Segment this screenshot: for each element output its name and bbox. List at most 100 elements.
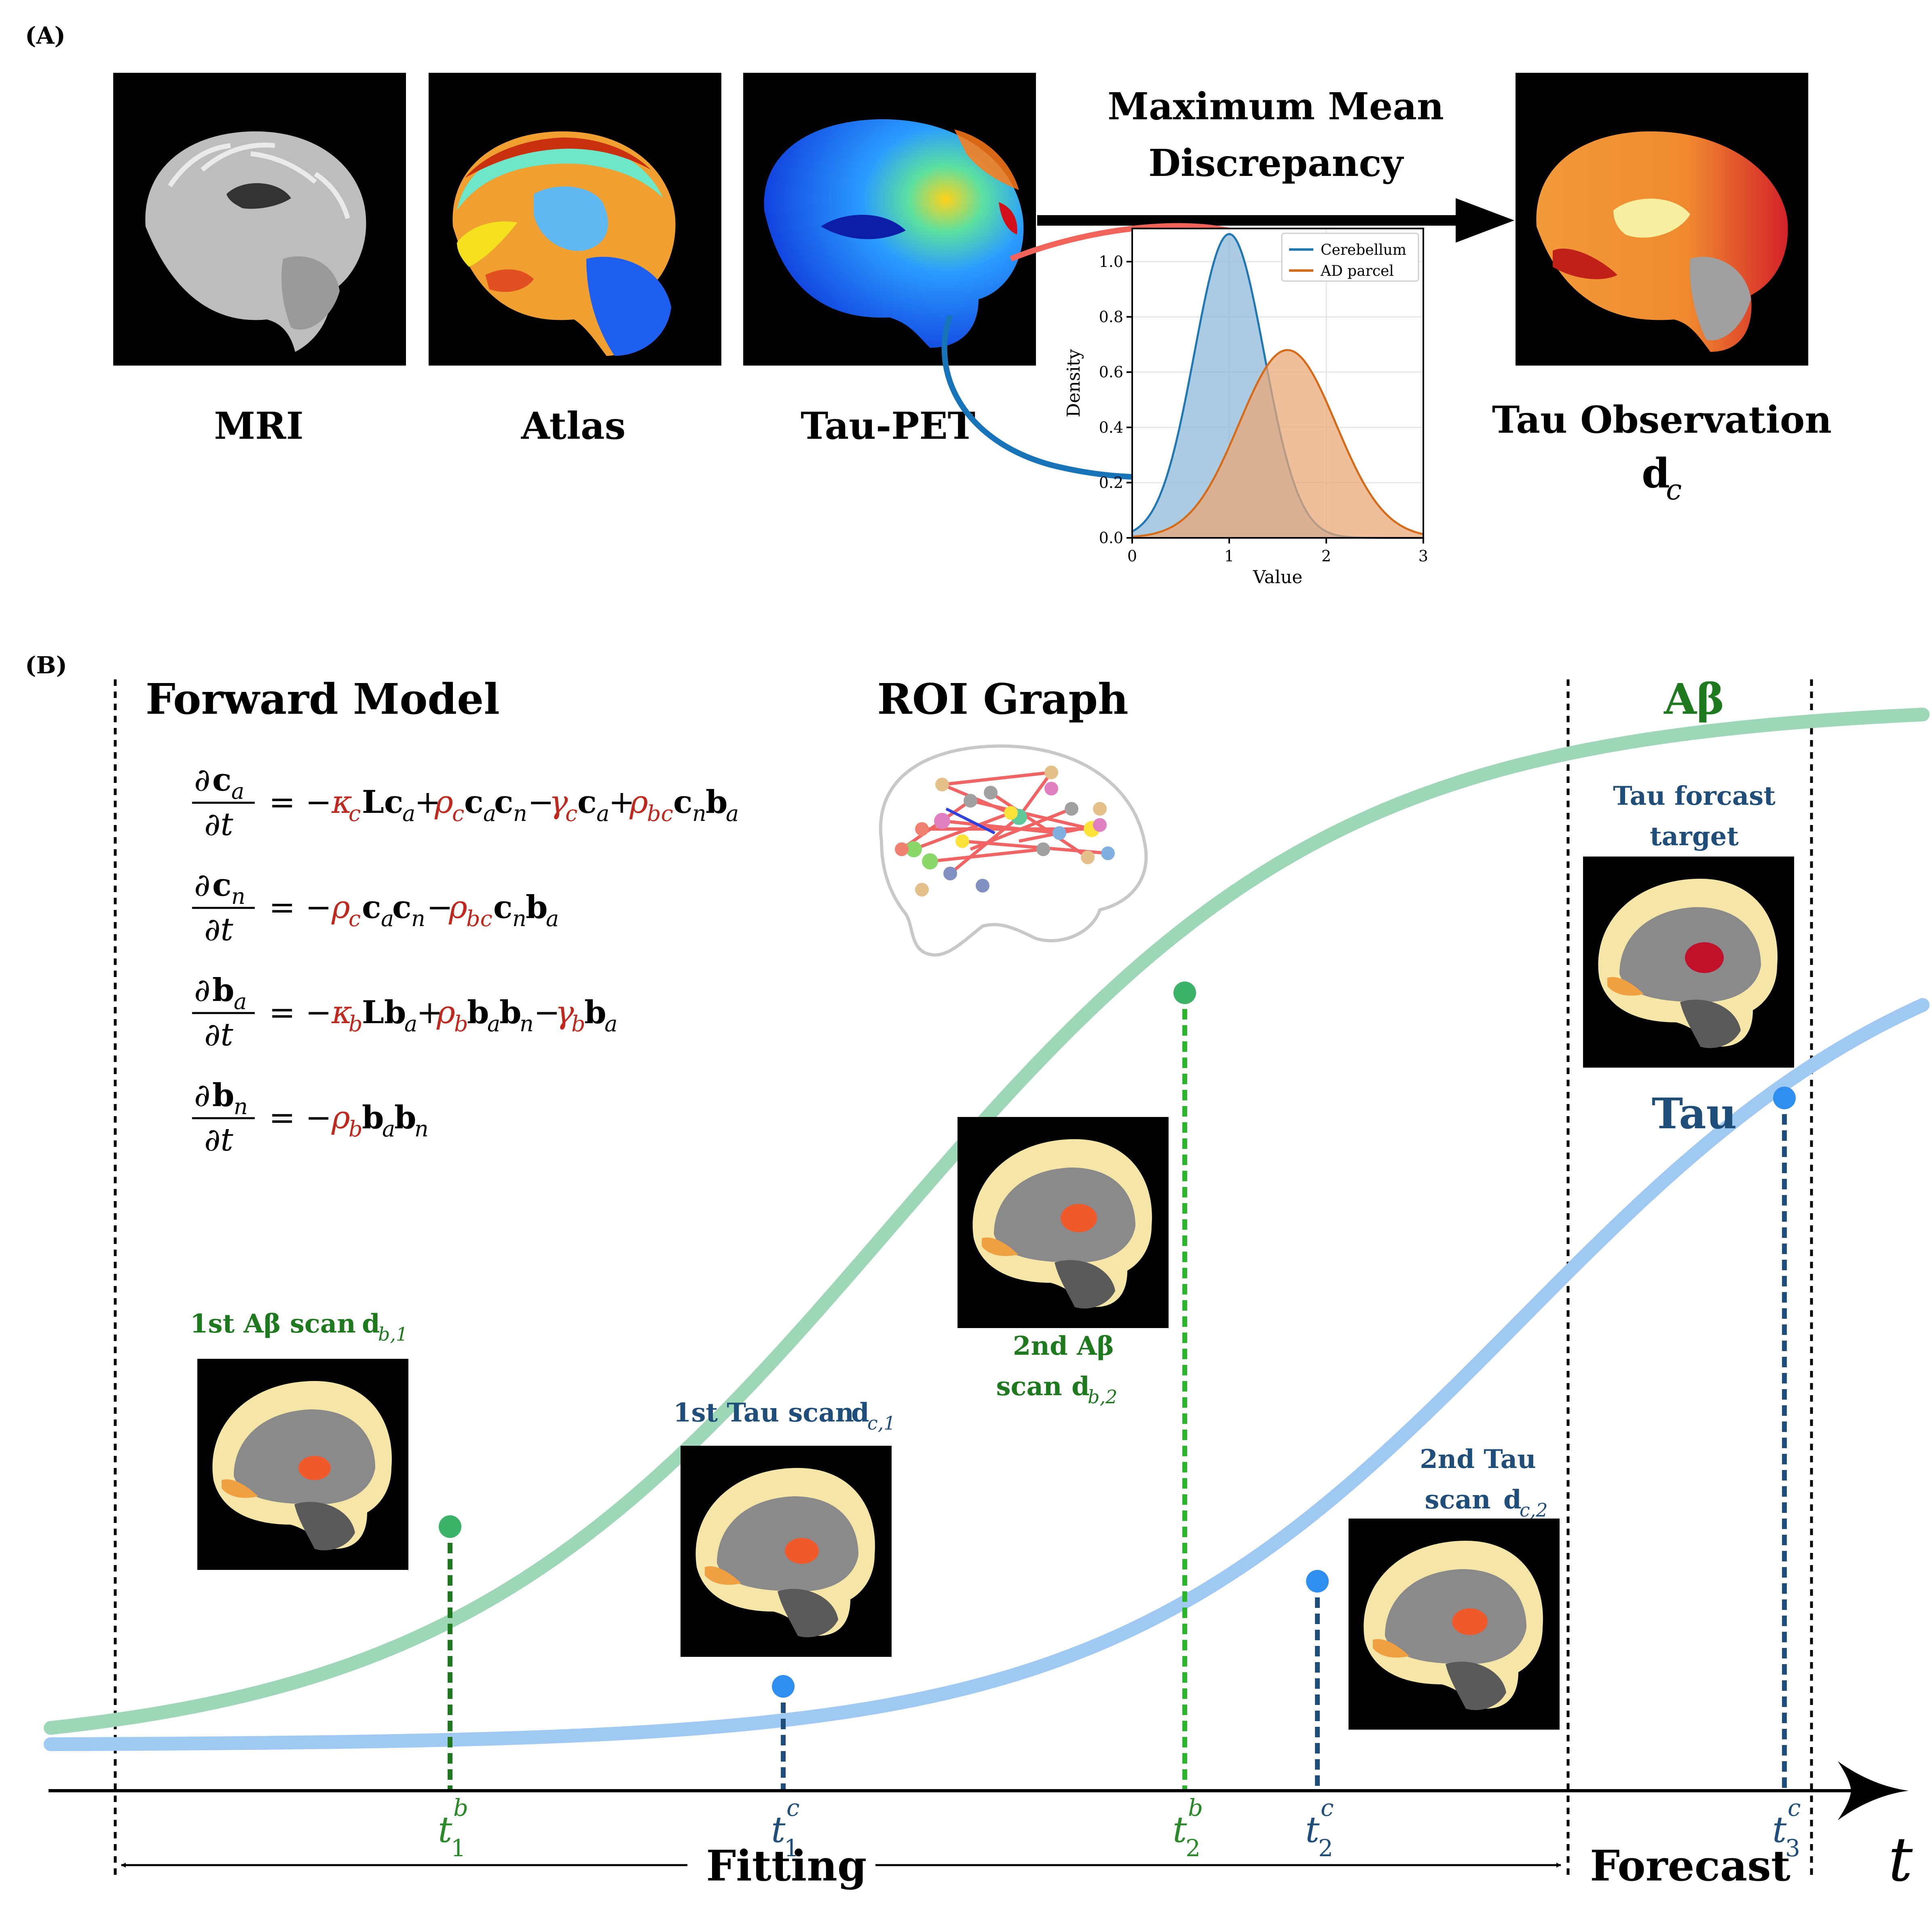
- svg-text:∂: ∂: [194, 972, 210, 1009]
- svg-text:γ: γ: [549, 784, 568, 821]
- svg-text:c: c: [212, 867, 232, 903]
- obs-dot-tau-1: [772, 1675, 795, 1698]
- svg-text:−: −: [534, 994, 560, 1031]
- obs-dot-abeta-2: [1173, 981, 1196, 1004]
- svg-text:b: b: [454, 1011, 468, 1036]
- svg-text:c: c: [1321, 1794, 1334, 1821]
- svg-text:c,1: c,1: [867, 1412, 896, 1434]
- svg-text:ρ: ρ: [331, 889, 350, 926]
- legend-label: AD parcel: [1320, 263, 1394, 279]
- svg-text:b,1: b,1: [378, 1323, 408, 1345]
- forecast-target-label: Tau forcast target: [1613, 781, 1776, 852]
- svg-text:a: a: [381, 906, 394, 931]
- time-point-label: tc2: [1305, 1794, 1334, 1862]
- svg-text:d: d: [851, 1398, 869, 1428]
- svg-text:ρ: ρ: [331, 1100, 350, 1136]
- scan-label-abeta-2: 2nd Aβ scan d b,2: [996, 1331, 1118, 1408]
- svg-text:n: n: [411, 906, 425, 931]
- obs-dot-abeta-1: [439, 1515, 461, 1538]
- y-tick-label: 1.0: [1099, 253, 1123, 271]
- svg-text:scan: scan: [996, 1371, 1062, 1402]
- scan-image-forecast-target: [1583, 857, 1794, 1068]
- svg-text:2: 2: [1186, 1834, 1201, 1862]
- svg-text:∂: ∂: [194, 762, 210, 798]
- chart-legend: Cerebellum AD parcel: [1281, 233, 1419, 282]
- svg-text:b: b: [571, 1011, 586, 1036]
- svg-text:−: −: [528, 784, 554, 821]
- y-axis-label: Density: [1063, 349, 1084, 417]
- time-point-label: tb1: [438, 1794, 468, 1862]
- equation-ba: ∂ba ∂t = −κb Lba +ρb ba bn −γb ba: [192, 972, 617, 1053]
- svg-text:b: b: [349, 1116, 363, 1142]
- svg-text:+: +: [414, 784, 441, 821]
- svg-text:1: 1: [784, 1834, 799, 1862]
- svg-text:a: a: [483, 801, 496, 826]
- time-axis: [49, 1761, 1909, 1820]
- x-tick-label: 0: [1127, 547, 1137, 565]
- mri-image: [113, 73, 406, 366]
- svg-text:+: +: [416, 994, 443, 1031]
- x-axis-label: Value: [1253, 567, 1302, 588]
- y-tick-label: 0.2: [1099, 474, 1123, 491]
- svg-text:bc: bc: [466, 906, 493, 931]
- svg-text:= −: = −: [269, 784, 332, 821]
- scan-image-tau-1: [681, 1446, 892, 1657]
- svg-text:c,2: c,2: [1520, 1499, 1548, 1521]
- y-tick-label: 0.4: [1099, 419, 1123, 436]
- tau-observation-image: [1516, 73, 1808, 366]
- svg-text:t: t: [771, 1809, 786, 1851]
- svg-text:a: a: [605, 1011, 617, 1036]
- tau-pet-label: Tau-PET: [801, 404, 975, 448]
- time-point-label: tc3: [1772, 1794, 1801, 1862]
- x-tick-label: 3: [1418, 547, 1428, 565]
- svg-text:ρ: ρ: [436, 994, 455, 1031]
- svg-text:a: a: [404, 1011, 417, 1036]
- svg-text:target: target: [1650, 821, 1739, 852]
- svg-text:κ: κ: [331, 994, 352, 1031]
- svg-text:∂: ∂: [194, 1077, 210, 1114]
- svg-text:∂t: ∂t: [204, 1017, 233, 1053]
- svg-text:n: n: [512, 906, 526, 931]
- density-area-cerebellum: [1132, 234, 1423, 538]
- svg-text:t: t: [1173, 1809, 1187, 1851]
- scan-image-tau-2: [1349, 1519, 1560, 1730]
- svg-text:∂: ∂: [194, 867, 210, 903]
- svg-text:a: a: [382, 1116, 395, 1142]
- svg-text:b: b: [349, 1011, 363, 1036]
- tau-observation-symbol: d c: [1642, 449, 1682, 506]
- svg-text:c: c: [1788, 1794, 1801, 1821]
- y-tick-label: 0.6: [1099, 363, 1123, 381]
- svg-text:= −: = −: [269, 1100, 332, 1136]
- x-tick-label: 1: [1224, 547, 1234, 565]
- svg-text:1: 1: [451, 1834, 466, 1862]
- tau-curve: [44, 998, 1930, 1751]
- equation-bn: ∂bn ∂t = −ρb ba bn: [192, 1077, 429, 1158]
- svg-text:b: b: [584, 994, 607, 1031]
- svg-text:b: b: [499, 994, 522, 1031]
- forecast-label: Forecast: [1590, 1841, 1790, 1891]
- svg-text:c: c: [464, 784, 484, 821]
- svg-text:c: c: [392, 889, 412, 926]
- svg-text:a: a: [402, 801, 415, 826]
- svg-text:∂t: ∂t: [204, 806, 233, 843]
- svg-text:d: d: [1072, 1371, 1090, 1402]
- legend-label: Cerebellum: [1321, 242, 1406, 258]
- svg-text:∂t: ∂t: [204, 912, 233, 948]
- svg-text:Aβ: Aβ: [1664, 674, 1725, 724]
- svg-text:2nd Aβ: 2nd Aβ: [1013, 1331, 1114, 1361]
- fitting-label: Fitting: [706, 1841, 867, 1891]
- svg-text:a: a: [596, 801, 609, 826]
- svg-text:t: t: [1772, 1809, 1787, 1851]
- t-axis-label: t: [1888, 1825, 1913, 1895]
- svg-text:c: c: [565, 801, 577, 826]
- svg-text:b,2: b,2: [1088, 1386, 1117, 1408]
- svg-text:d: d: [1642, 449, 1670, 497]
- svg-text:n: n: [520, 1011, 534, 1036]
- svg-text:Tau forcast: Tau forcast: [1613, 781, 1776, 811]
- abeta-curve-label: Aβ: [1664, 674, 1725, 724]
- svg-text:n: n: [414, 1116, 429, 1142]
- svg-text:+: +: [609, 784, 635, 821]
